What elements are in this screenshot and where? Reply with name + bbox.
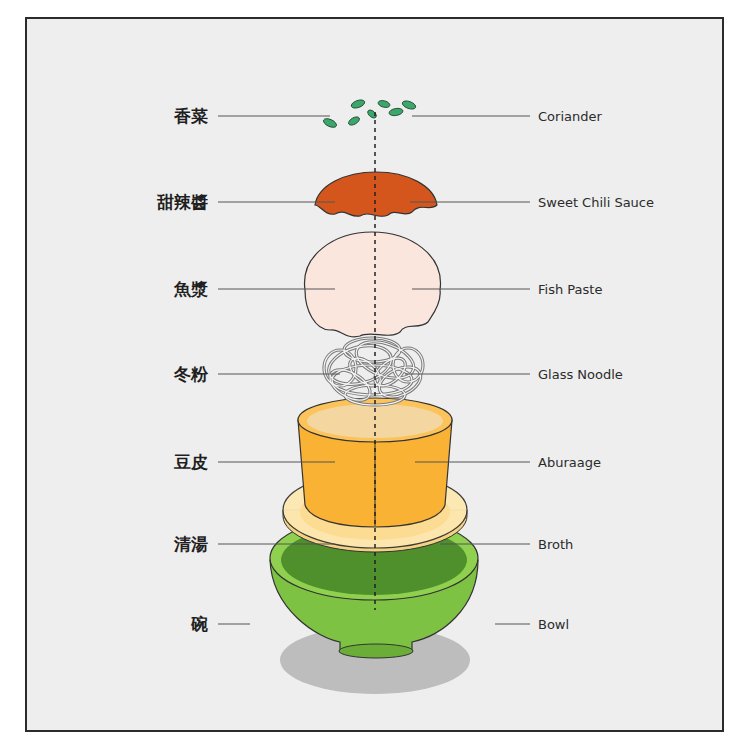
coriander (322, 98, 417, 129)
chinese-label: 香菜 (174, 105, 208, 128)
chinese-label: 清湯 (174, 533, 208, 556)
english-label: Fish Paste (538, 282, 602, 297)
english-label: Aburaage (538, 455, 601, 470)
bowl-foot (339, 644, 413, 658)
chinese-label: 碗 (191, 613, 208, 636)
english-label: Sweet Chili Sauce (538, 195, 654, 210)
fish-paste (305, 232, 441, 337)
english-label: Glass Noodle (538, 367, 623, 382)
chinese-label: 甜辣醬 (157, 191, 208, 214)
chinese-label: 冬粉 (174, 363, 208, 386)
sweet-chili-sauce (315, 172, 437, 216)
english-label: Bowl (538, 617, 569, 632)
english-label: Broth (538, 537, 573, 552)
chinese-label: 魚漿 (174, 278, 208, 301)
leader-lines (218, 116, 530, 624)
chinese-label: 豆皮 (174, 451, 208, 474)
english-label: Coriander (538, 109, 602, 124)
frame (26, 18, 723, 731)
axis-line (374, 112, 376, 610)
